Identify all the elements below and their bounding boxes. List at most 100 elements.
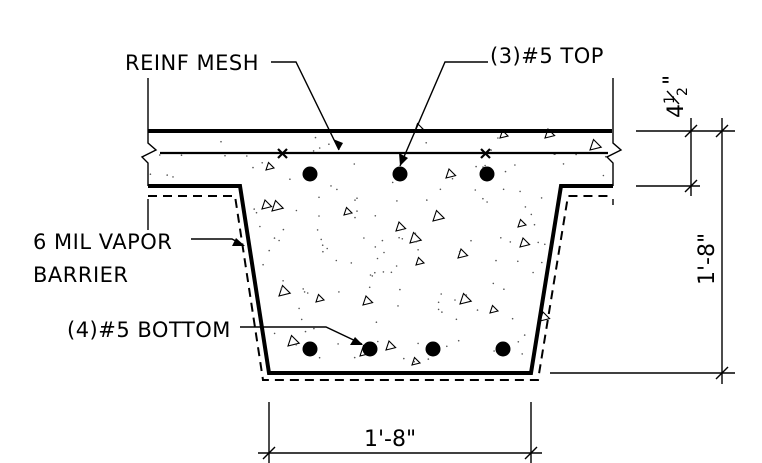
stipple-dot xyxy=(300,318,303,321)
stipple-dot xyxy=(383,251,385,254)
stipple-dot xyxy=(335,259,338,262)
stipple-dot xyxy=(484,164,486,167)
stipple-mark xyxy=(385,339,397,351)
top-rebar-dot xyxy=(302,166,318,182)
stipple-mark xyxy=(395,220,407,232)
stipple-dot xyxy=(252,166,254,169)
stipple-dot xyxy=(371,275,374,277)
stipple-dot xyxy=(541,261,543,264)
stipple-mark xyxy=(457,247,469,259)
stipple-dot xyxy=(519,190,521,193)
slab-thickness-denominator: 2 xyxy=(675,87,691,96)
stipple-dot xyxy=(326,247,329,250)
stipple-dot xyxy=(523,334,526,336)
vapor-barrier-label-line1: 6 MIL VAPOR xyxy=(33,230,172,254)
footing-outline xyxy=(148,184,613,375)
stipple-dot xyxy=(375,321,378,324)
stipple-dot xyxy=(486,201,488,203)
stipple-dot xyxy=(149,173,152,175)
stipple-dot xyxy=(517,341,520,343)
stipple-mark xyxy=(459,292,473,305)
stipple-mark xyxy=(343,206,354,216)
top-rebar-dot xyxy=(392,166,408,182)
stipple-dot xyxy=(399,288,401,291)
stipple-dot xyxy=(337,343,339,345)
reinf-mesh-arrow xyxy=(333,139,343,150)
stipple-dot xyxy=(316,229,319,231)
stipple-dot xyxy=(356,210,358,212)
stipple-dot xyxy=(413,360,416,363)
stipple-dot xyxy=(295,209,298,212)
slab-thickness-label: 4 1 2 " xyxy=(660,75,691,118)
stipple-dot xyxy=(533,223,536,226)
stipple-dot xyxy=(532,271,534,274)
stipple-dot xyxy=(273,332,276,335)
stipple-dot xyxy=(180,154,183,156)
stipple-dot xyxy=(495,259,497,262)
bottom-bars-leader xyxy=(240,326,363,345)
stipple-mark xyxy=(499,129,510,139)
dim-tick xyxy=(262,446,276,460)
stipple-dot xyxy=(415,241,417,243)
stipple-dot xyxy=(502,188,505,191)
slab-thickness-whole: 4 xyxy=(664,104,689,118)
stipple-mark xyxy=(271,199,285,212)
stipple-dot xyxy=(374,246,377,248)
stipple-dot xyxy=(482,197,484,200)
stipple-dot xyxy=(417,342,419,345)
stipple-mark xyxy=(315,293,326,303)
stipple-dot xyxy=(390,271,393,274)
stipple-dot xyxy=(511,317,514,320)
stipple-dot xyxy=(282,228,285,231)
stipple-dot xyxy=(396,200,398,202)
stipple-dot xyxy=(476,309,479,311)
stipple-dot xyxy=(504,170,507,173)
stipple-dot xyxy=(268,249,271,252)
stipple-dot xyxy=(521,353,523,355)
stipple-dot xyxy=(470,239,472,242)
stipple-dot xyxy=(497,137,499,139)
stipple-dot xyxy=(509,241,512,243)
stipple-dot xyxy=(262,263,264,266)
stipple-dot xyxy=(517,260,519,263)
stipple-dot xyxy=(304,330,307,333)
stipple-dot xyxy=(261,162,264,164)
stipple-dot xyxy=(336,188,338,191)
stipple-dot xyxy=(425,142,428,144)
stipple-dot xyxy=(395,265,398,267)
stipple-dot xyxy=(253,208,255,210)
stipple-dot xyxy=(369,274,372,276)
stipple-dot xyxy=(255,211,258,214)
stipple-mark xyxy=(261,198,273,210)
stipple-dot xyxy=(575,153,577,156)
stipple-mark xyxy=(489,304,500,314)
stipple-dot xyxy=(374,215,377,217)
vapor-barrier-arrow xyxy=(232,238,245,246)
stipple-dot xyxy=(457,339,460,342)
stipple-mark xyxy=(265,161,276,171)
stipple-dot xyxy=(374,271,376,274)
stipple-mark xyxy=(519,236,531,248)
stipple-mark xyxy=(445,167,457,179)
dim-tick xyxy=(715,124,729,138)
stipple-mark xyxy=(411,356,422,366)
bottom-rebar-dot xyxy=(425,341,441,357)
bottom-rebar-dot xyxy=(302,341,318,357)
stipple-dot xyxy=(318,147,321,149)
stipple-dot xyxy=(303,291,306,293)
stipple-dot xyxy=(391,181,394,184)
reinf-mesh-leader xyxy=(271,61,340,151)
stipple-dot xyxy=(330,185,332,187)
stipple-dot xyxy=(402,228,405,231)
stipple-dot xyxy=(313,327,315,330)
bottom-bars-arrow xyxy=(350,337,363,345)
stipple-dot xyxy=(458,250,461,253)
stipple-dot xyxy=(474,189,477,191)
top-bars-leader xyxy=(399,61,488,167)
top-bars-arrow xyxy=(399,153,408,166)
stipple-dot xyxy=(158,154,161,156)
stipple-mark xyxy=(362,294,374,306)
stipple-mark xyxy=(415,256,426,266)
stipple-dot xyxy=(437,308,440,311)
stipple-dot xyxy=(414,232,417,235)
